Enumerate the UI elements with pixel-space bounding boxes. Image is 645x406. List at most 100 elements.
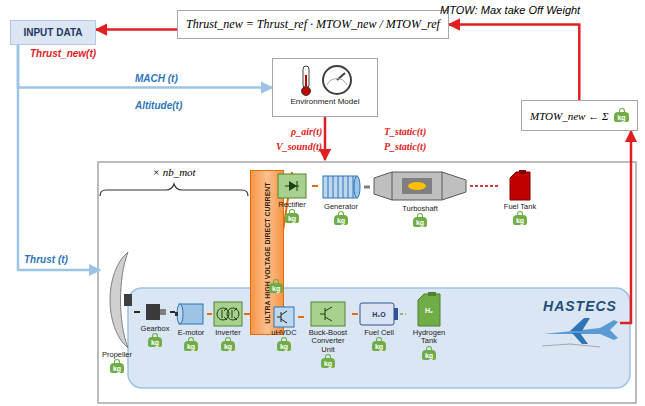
motor-bracket [100, 184, 248, 196]
component-name: Inverter [215, 329, 240, 337]
connector [207, 313, 212, 315]
fuel-icon [507, 170, 533, 202]
signal-label: ρ_air(t) [291, 126, 322, 137]
legend-note: MTOW: Max take Off Weight [440, 4, 580, 16]
signal-label: Thrust_new(t) [30, 48, 96, 59]
component-name: Rectifier [278, 201, 306, 209]
signal-label: T_static(t) [384, 126, 426, 137]
signal-label: MACH (t) [135, 73, 178, 84]
rectifier: Rectifier kg [272, 172, 312, 223]
weight-label: kg [110, 363, 124, 373]
weight-label: kg [321, 358, 335, 368]
fuel-tank: Fuel Tank kg [500, 170, 540, 225]
hydrogen-chain-region [128, 288, 630, 388]
signal-label: V_sound(t) [276, 141, 322, 152]
weight-label: kg [422, 350, 436, 360]
hastecs-logo: HASTECS [540, 298, 620, 348]
rect-drawing [277, 172, 307, 200]
weight-label: kg [334, 215, 348, 225]
component-name: Buck-Boost Converter Unit [304, 329, 352, 354]
system-frame [98, 162, 636, 403]
fuel-drawing [507, 170, 533, 202]
env-icon [293, 63, 357, 97]
input-box: INPUT DATA [10, 20, 96, 45]
box-title: HASTECS [543, 298, 617, 314]
signal-label: Thrust (t) [24, 254, 68, 265]
component-name: Hydrogen Tank [406, 329, 452, 346]
connector [352, 313, 358, 315]
component-name: Environment Model [291, 98, 360, 107]
connector [134, 311, 140, 313]
weight-label: kg [285, 213, 299, 223]
inv-icon [213, 300, 243, 328]
connector [18, 45, 100, 270]
rect-icon [277, 172, 307, 200]
inv-drawing [213, 300, 243, 328]
connector [620, 131, 631, 323]
formula-box: Thrust_new = Thrust_ref · MTOW_new / MTO… [177, 10, 449, 39]
connector [170, 311, 175, 313]
turboshaft: Turboshaft kg [370, 168, 470, 227]
connector [298, 316, 304, 318]
chemical-label: H₂O [372, 311, 386, 318]
emotor-drawing [175, 300, 207, 328]
prop-icon [102, 250, 132, 350]
buck-drawing [310, 300, 346, 328]
buck-icon [310, 300, 346, 328]
turbo-drawing [372, 168, 468, 204]
gearbox: Gearboxkg [140, 300, 170, 347]
weight-label: kg [372, 341, 386, 351]
box-title: INPUT DATA [23, 27, 82, 38]
connector [470, 185, 500, 187]
weight-label: kg [513, 215, 527, 225]
connector [96, 28, 177, 31]
component-name: uHVDC [271, 329, 296, 337]
uhvdc-icon [273, 306, 295, 328]
fc-icon: H₂O [359, 300, 399, 328]
component-name: Propeller [102, 351, 132, 359]
weight-label: kg [269, 283, 283, 293]
ht-icon: H₂ [414, 292, 444, 328]
weight-label: kg [614, 112, 628, 122]
uhvdc-drawing [273, 306, 295, 328]
e-motor: E-motor kg [175, 300, 207, 351]
uhvdc-switch: uHVDC kg [270, 306, 298, 351]
component-name: Generator [324, 203, 358, 211]
multiplier-label: × nb_mot [153, 166, 196, 178]
signal-label: P_static(t) [384, 141, 426, 152]
component-name: Fuel Tank [504, 203, 536, 211]
gear-icon [144, 300, 166, 324]
connector [312, 185, 318, 187]
emotor-icon [175, 300, 207, 328]
box-title: Thrust_new = Thrust_ref · MTOW_new / MTO… [186, 17, 440, 32]
weight-label: kg [413, 217, 427, 227]
weight-label: kg [221, 341, 235, 351]
weight-label: kg [148, 337, 162, 347]
environment-model-box: Environment Model [272, 58, 378, 117]
buck-boost-converter: Buck-Boost Converter Unit kg [304, 300, 352, 368]
generator: Generator kg [318, 172, 364, 225]
connector [18, 45, 272, 88]
propeller: Propeller kg [100, 250, 134, 373]
bus-label: ULTRA HIGH VOLTAGE DIRECT CURRENT [264, 182, 271, 323]
connector [449, 25, 580, 101]
component-name: Fuel Cell [364, 329, 394, 337]
box-title: MTOW_new ← Σ [530, 110, 608, 122]
env-drawing [293, 63, 357, 97]
gen-icon [319, 172, 363, 202]
signal-label: Altitude(t) [135, 100, 182, 111]
component-name: Turboshaft [402, 205, 438, 213]
weight-label: kg [277, 341, 291, 351]
connector [400, 313, 406, 315]
inverter: Inverter kg [212, 300, 244, 351]
mtow-box: MTOW_new ← Σ kg [521, 100, 638, 131]
chemical-label: H₂ [425, 307, 433, 314]
weight-label: kg [184, 341, 198, 351]
component-name: E-motor [178, 329, 205, 337]
plane-icon [540, 314, 620, 348]
connector [364, 186, 370, 189]
gear-drawing [144, 300, 166, 324]
prop-drawing [102, 250, 132, 350]
turbo-icon [372, 168, 468, 204]
plane-drawing [540, 314, 620, 348]
